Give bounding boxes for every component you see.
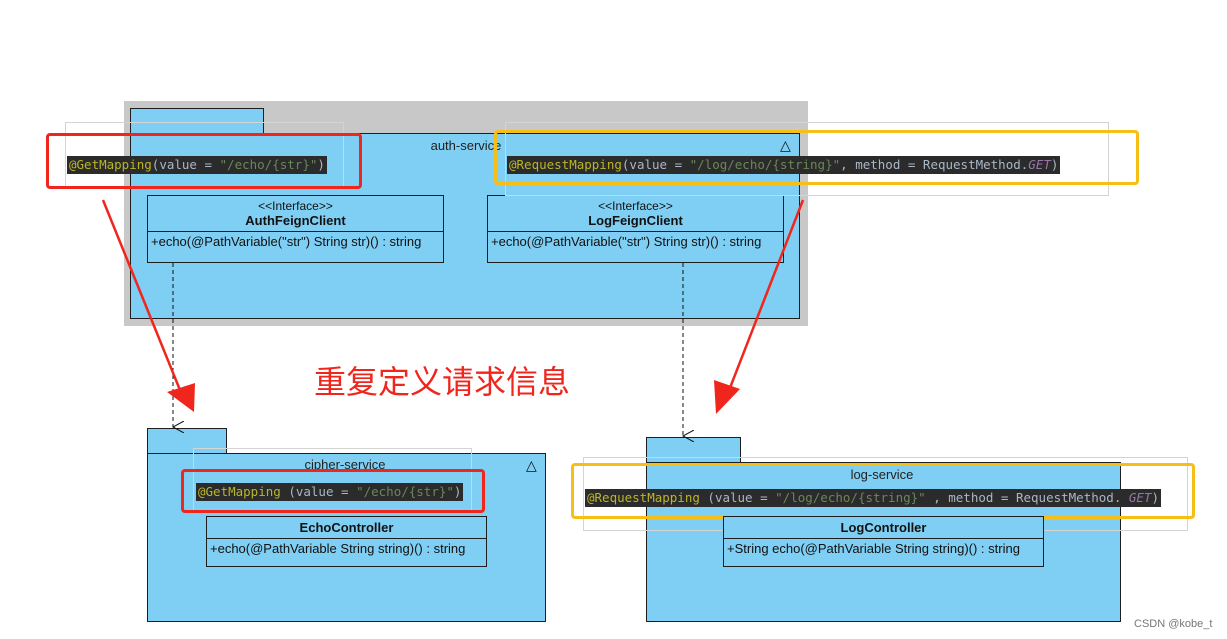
cipher-service-title: cipher-service [304, 457, 386, 472]
log-request-open: (value = [699, 490, 776, 505]
cipher-get-highlight [181, 469, 485, 513]
cipher-get-path: "/echo/{str}" [356, 484, 454, 499]
log-controller-operation: +String echo(@PathVariable String string… [727, 541, 1020, 556]
auth-service-package-tab [130, 108, 264, 134]
left-red-arrow-shaft [101, 199, 184, 396]
log-feign-client-class: <<Interface>> LogFeignClient +echo(@Path… [487, 195, 784, 263]
cipher-get-close: ) [453, 484, 462, 499]
log-request-constant: GET [1128, 490, 1152, 505]
auth-request-open: (value = [621, 157, 690, 172]
log-request-mapping-code: @RequestMapping (value = "/log/echo/{str… [585, 489, 1161, 507]
auth-request-mid: , method = RequestMethod. [840, 157, 1029, 172]
auth-request-highlight [494, 130, 1139, 185]
echo-controller-name: EchoController [299, 520, 394, 535]
auth-get-mapping-code: @GetMapping(value = "/echo/{str}") [67, 156, 327, 174]
log-feign-client-name: LogFeignClient [588, 213, 683, 228]
auth-get-open: (value = [151, 157, 220, 172]
triangle-icon: △ [526, 457, 537, 473]
cipher-get-annotation: @GetMapping [198, 484, 281, 499]
auth-request-annotation: @RequestMapping [509, 157, 622, 172]
auth-get-highlight [46, 133, 362, 189]
log-feign-client-operation: +echo(@PathVariable("str") String str)()… [491, 234, 762, 249]
cipher-get-mapping-code: @GetMapping (value = "/echo/{str}") [196, 483, 464, 501]
auth-feign-client-stereotype: <<Interface>> [258, 199, 333, 213]
left-red-arrow-head [167, 383, 195, 412]
auth-service-title: auth-service [430, 138, 502, 153]
auth-feign-client-operation: +echo(@PathVariable("str") String str)()… [151, 234, 422, 249]
auth-request-snippet-frame [505, 122, 1109, 196]
log-controller-name: LogController [840, 520, 927, 535]
echo-controller-operation: +echo(@PathVariable String string)() : s… [210, 541, 466, 556]
right-red-arrow-shaft [726, 199, 805, 394]
auth-request-mapping-code: @RequestMapping(value = "/log/echo/{stri… [507, 156, 1061, 174]
cipher-service-package-tab [147, 428, 227, 454]
auth-feign-client-name: AuthFeignClient [245, 213, 346, 228]
triangle-icon: △ [780, 137, 791, 153]
auth-request-close: ) [1050, 157, 1059, 172]
auth-request-path: "/log/echo/{string}" [689, 157, 841, 172]
log-service-title: log-service [850, 467, 914, 482]
auth-get-close: ) [317, 157, 325, 172]
cipher-get-open: (value = [280, 484, 357, 499]
echo-controller-class: EchoController +echo(@PathVariable Strin… [206, 516, 487, 567]
watermark: CSDN @kobe_t [1134, 618, 1213, 630]
auth-get-annotation: @GetMapping [69, 157, 152, 172]
auth-request-constant: GET [1028, 157, 1051, 172]
auth-feign-client-class: <<Interface>> AuthFeignClient +echo(@Pat… [147, 195, 444, 263]
right-red-arrow-head [714, 380, 740, 414]
caption-text: 重复定义请求信息 [314, 363, 571, 401]
log-controller-class: LogController +String echo(@PathVariable… [723, 516, 1044, 567]
log-request-mid: , method = RequestMethod. [925, 490, 1129, 505]
log-request-annotation: @RequestMapping [587, 490, 700, 505]
auth-get-path: "/echo/{str}" [219, 157, 318, 172]
log-request-path: "/log/echo/{string}" [775, 490, 926, 505]
log-request-close: ) [1151, 490, 1159, 505]
log-feign-client-stereotype: <<Interface>> [598, 199, 673, 213]
